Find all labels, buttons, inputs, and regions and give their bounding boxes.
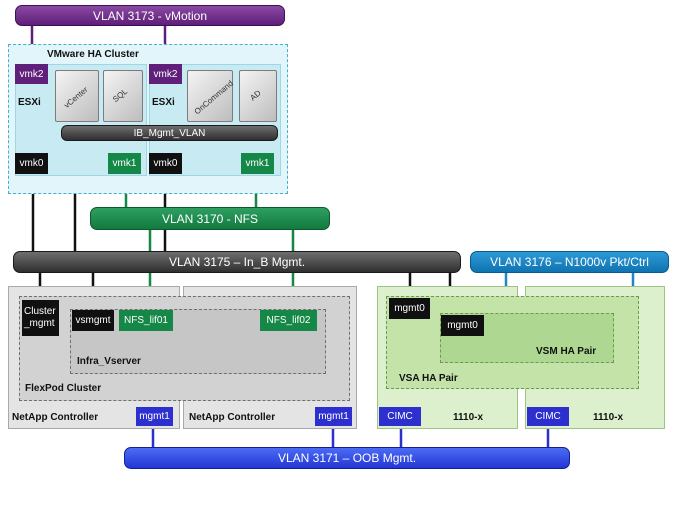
esxi-a-label: ESXi xyxy=(18,97,41,108)
controller-a-mgmt1: mgmt1 xyxy=(136,407,173,426)
vm-sql-label: SQL xyxy=(110,86,130,105)
nexus-b-label: 1110-x xyxy=(593,412,624,423)
vm-oncommand-icon: OnCommand xyxy=(187,70,235,122)
nfs-lif02: NFS_lif02 xyxy=(260,310,317,331)
vm-oncommand-label: OnCommand xyxy=(192,78,235,117)
vm-ad-label: AD xyxy=(248,88,263,103)
esxi-b-vmk2: vmk2 xyxy=(149,64,182,84)
vsa-ha-pair-label: VSA HA Pair xyxy=(399,373,458,384)
vm-vcenter-icon: vCenter xyxy=(55,70,99,122)
vm-ad-icon: AD xyxy=(239,70,277,122)
vsm-ha-pair-label: VSM HA Pair xyxy=(536,346,597,357)
netapp-controller-b-label: NetApp Controller xyxy=(189,412,276,423)
vlan-3171-oob-mgmt-bus: VLAN 3171 – OOB Mgmt. xyxy=(124,447,570,469)
vlan-3176-n1000v-bus: VLAN 3176 – N1000v Pkt/Ctrl xyxy=(470,251,669,273)
esxi-a-vmk2: vmk2 xyxy=(15,64,48,84)
netapp-controller-a-label: NetApp Controller xyxy=(12,412,99,423)
flexpod-cluster-label: FlexPod Cluster xyxy=(25,383,102,394)
ib-mgmt-vlan-bar: IB_Mgmt_VLAN xyxy=(61,125,278,141)
infra-vserver-label: Infra_Vserver xyxy=(77,356,141,367)
nexus-a-cimc: CIMC xyxy=(379,407,421,426)
esxi-b-vmk0: vmk0 xyxy=(149,153,182,174)
esxi-b-vmk1: vmk1 xyxy=(241,153,274,174)
nexus-b-cimc: CIMC xyxy=(527,407,569,426)
esxi-a-vmk1: vmk1 xyxy=(108,153,141,174)
esxi-a-vmk0: vmk0 xyxy=(15,153,48,174)
vsmgmt-lif: vsmgmt xyxy=(72,310,114,331)
vsm-mgmt0: mgmt0 xyxy=(441,315,484,336)
vlan-3170-nfs-bus: VLAN 3170 - NFS xyxy=(90,207,330,230)
ha-cluster-title: VMware HA Cluster xyxy=(47,49,139,60)
nexus-a-label: 1110-x xyxy=(453,412,484,423)
vm-sql-icon: SQL xyxy=(103,70,143,122)
controller-b-mgmt1: mgmt1 xyxy=(315,407,352,426)
nfs-lif01: NFS_lif01 xyxy=(119,310,173,331)
vlan-3175-inb-mgmt-bus: VLAN 3175 – In_B Mgmt. xyxy=(13,251,461,273)
vlan-3173-vmotion-bus: VLAN 3173 - vMotion xyxy=(15,5,285,26)
vsa-mgmt0: mgmt0 xyxy=(389,298,430,319)
vm-vcenter-label: vCenter xyxy=(62,85,90,110)
esxi-b-label: ESXi xyxy=(152,97,175,108)
cluster-mgmt-lif: Cluster _mgmt xyxy=(22,300,59,336)
